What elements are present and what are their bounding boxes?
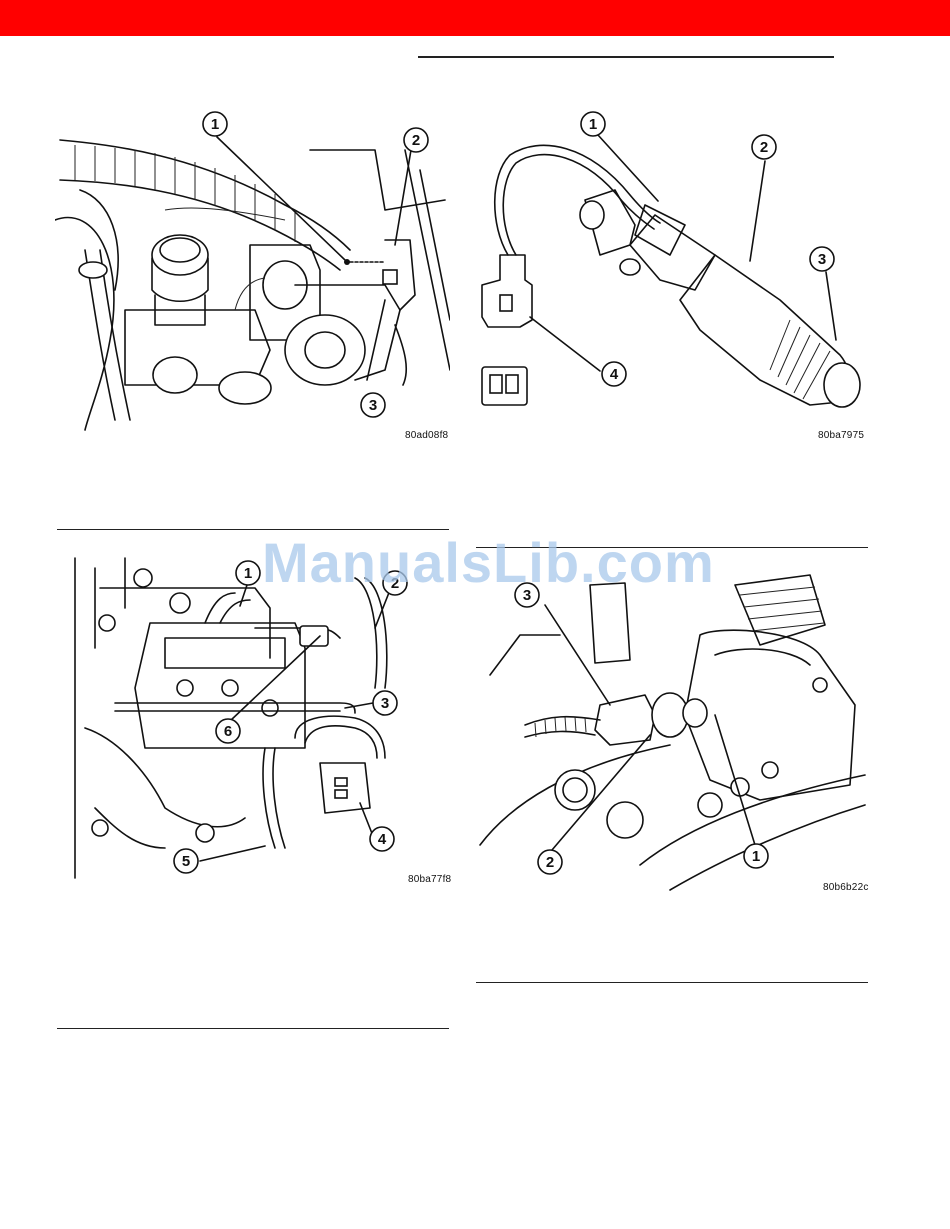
figure-engine-bay-sensor: 1 2 3 80ad08f8 xyxy=(55,110,450,440)
callout-1: 1 xyxy=(581,112,605,136)
header-bar xyxy=(0,0,950,36)
svg-text:1: 1 xyxy=(589,116,597,133)
callout-3: 3 xyxy=(361,393,385,417)
figure-code: 80ad08f8 xyxy=(405,430,448,441)
svg-text:5: 5 xyxy=(182,853,190,870)
svg-text:3: 3 xyxy=(369,397,377,414)
figure-injection-pump: 1 2 3 4 5 6 80ba77f8 xyxy=(55,548,450,893)
svg-text:2: 2 xyxy=(546,854,554,871)
svg-text:3: 3 xyxy=(381,695,389,712)
section-rule-left-2 xyxy=(57,1028,449,1029)
svg-text:3: 3 xyxy=(818,251,826,268)
svg-text:2: 2 xyxy=(412,132,420,149)
svg-text:6: 6 xyxy=(224,723,232,740)
svg-text:1: 1 xyxy=(211,116,219,133)
callout-4: 4 xyxy=(602,362,626,386)
svg-text:4: 4 xyxy=(378,831,387,848)
callout-3: 3 xyxy=(810,247,834,271)
figure-code: 80ba7975 xyxy=(818,430,864,441)
section-rule-top-right xyxy=(418,56,834,58)
figure-sensor-connector: 1 2 3 4 80ba7975 xyxy=(470,105,870,445)
figure-4-illustration: 3 2 1 xyxy=(470,565,870,900)
svg-text:1: 1 xyxy=(752,848,760,865)
figure-3-illustration: 1 2 3 4 5 6 xyxy=(55,548,450,893)
callout-6: 6 xyxy=(216,719,240,743)
section-rule-left-1 xyxy=(57,529,449,530)
callout-1: 1 xyxy=(203,112,227,136)
callout-4: 4 xyxy=(370,827,394,851)
svg-text:3: 3 xyxy=(523,587,531,604)
callout-2: 2 xyxy=(752,135,776,159)
svg-text:2: 2 xyxy=(391,575,399,592)
section-rule-right-2 xyxy=(476,982,868,983)
callout-5: 5 xyxy=(174,849,198,873)
section-rule-right-1 xyxy=(476,547,868,548)
callout-2: 2 xyxy=(383,571,407,595)
svg-text:4: 4 xyxy=(610,366,619,383)
figure-2-illustration: 1 2 3 4 xyxy=(470,105,870,445)
callout-3: 3 xyxy=(515,583,539,607)
callout-2: 2 xyxy=(538,850,562,874)
figure-code: 80b6b22c xyxy=(823,882,869,893)
callout-1: 1 xyxy=(744,844,768,868)
figure-1-illustration: 1 2 3 xyxy=(55,110,450,440)
figure-sensor-housing: 3 2 1 80b6b22c xyxy=(470,565,870,900)
figure-code: 80ba77f8 xyxy=(408,874,451,885)
callout-3: 3 xyxy=(373,691,397,715)
callout-2: 2 xyxy=(404,128,428,152)
svg-text:1: 1 xyxy=(244,565,252,582)
svg-text:2: 2 xyxy=(760,139,768,156)
callout-1: 1 xyxy=(236,561,260,585)
